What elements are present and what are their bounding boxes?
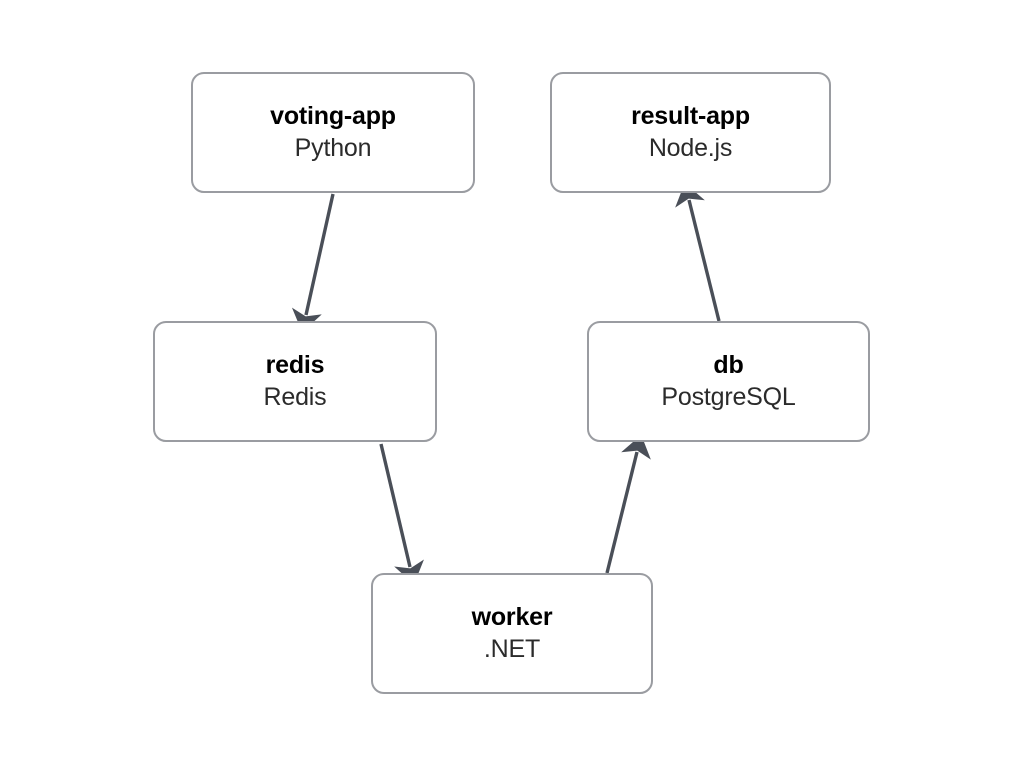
node-title: result-app (631, 102, 750, 130)
node-title: db (713, 351, 744, 379)
node-db[interactable]: db PostgreSQL (587, 321, 870, 442)
node-subtitle: Node.js (648, 134, 733, 162)
node-worker[interactable]: worker .NET (371, 573, 653, 694)
edge-redis-to-worker (379, 443, 424, 585)
node-subtitle: Redis (263, 383, 327, 411)
edge-worker-to-db (605, 434, 651, 574)
node-redis[interactable]: redis Redis (153, 321, 437, 442)
node-subtitle: .NET (483, 635, 541, 663)
edge-voting-app-to-redis (291, 193, 335, 333)
node-voting-app[interactable]: voting-app Python (191, 72, 475, 193)
node-title: worker (471, 603, 553, 631)
node-title: redis (265, 351, 325, 379)
edge-db-to-result-app (675, 182, 721, 322)
node-result-app[interactable]: result-app Node.js (550, 72, 831, 193)
node-subtitle: PostgreSQL (661, 383, 796, 411)
node-title: voting-app (270, 102, 396, 130)
node-subtitle: Python (294, 134, 372, 162)
